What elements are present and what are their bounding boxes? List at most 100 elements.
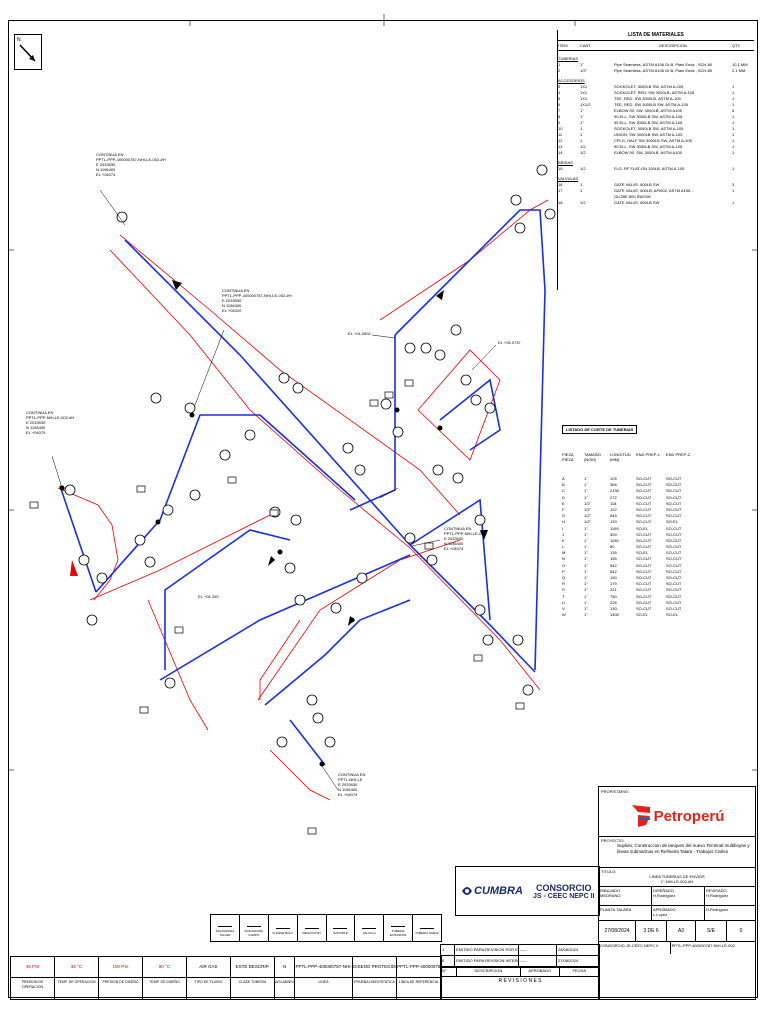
- materials-cell: 18: [558, 200, 563, 205]
- materials-cell: 1/2: [580, 166, 586, 171]
- materials-cell: SOCKOLET, RED. SW 3000LB, ASTM A-105: [614, 90, 695, 95]
- cut-cell: 1/2": [584, 500, 591, 506]
- cut-cell: 179: [610, 581, 617, 587]
- cut-cell: SO-CUT: [636, 494, 652, 500]
- cut-cell: SO-CUT: [666, 605, 682, 611]
- cut-cell: 1": [584, 482, 588, 488]
- cut-cell: SO-CUT: [666, 593, 682, 599]
- cut-cell: SO-CUT: [636, 476, 652, 481]
- cut-cell: I: [562, 525, 564, 531]
- cut-cell: 1": [584, 556, 588, 562]
- legend-symbol-icon: [246, 920, 261, 927]
- cut-cell: SO-CUT: [666, 525, 682, 531]
- materials-cell: 7: [558, 108, 561, 113]
- cut-cell: SO-CUT: [666, 556, 682, 562]
- materials-cell: 1: [732, 126, 735, 131]
- continua-title: CONTINUA EN: [444, 526, 472, 531]
- legend-symbol-item: SOLDADURA CAMPO: [240, 915, 269, 941]
- cut-cell: SO-CUT: [636, 500, 652, 506]
- design-header: TIPO DE FLUIDO: [187, 978, 231, 999]
- materials-cell: 1/2": [580, 68, 587, 73]
- elevation-callout: EL +04.0502: [348, 331, 371, 336]
- continua-n: N 1196400: [444, 541, 464, 546]
- cut-cell: 542: [610, 562, 617, 568]
- cut-cell: 1": [584, 599, 588, 605]
- cut-cell: 105: [610, 476, 617, 481]
- materials-cell: 1X1/2: [580, 102, 591, 107]
- cut-cell: 1": [584, 544, 588, 550]
- materials-cell: 90 ELL, SW 3000LB SW, ASTM A-105: [614, 144, 683, 149]
- location: PLANTA TALARA: [599, 906, 652, 920]
- materials-cell: TEE, RED. SW 3000LB, ASTM A-105: [614, 96, 681, 101]
- legend-symbol-item: TUBERIA NUEVA: [413, 915, 441, 941]
- materials-cell: 1: [580, 188, 583, 193]
- continua-e: E 2033930: [222, 298, 242, 303]
- cut-cell: 1": [584, 476, 588, 481]
- cut-cell: W: [562, 612, 566, 618]
- revision-cell: 0: [441, 956, 455, 966]
- cut-cell: SO-CUT: [636, 562, 652, 568]
- materials-cell: 1: [580, 132, 583, 137]
- materials-cell: 1: [580, 182, 583, 187]
- design-header: CLASE TUBERIA: [231, 978, 275, 999]
- materials-title: LISTA DE MATERIALES: [558, 30, 754, 41]
- cut-list-title: LISTADO DE CORTE DE TUBERIAS: [562, 425, 638, 434]
- cut-cell: 1": [584, 587, 588, 593]
- consorcio-subtitle: JS - CEEC NEPC II: [533, 892, 595, 900]
- design-value: ESTE DESCRIP.: [231, 957, 275, 977]
- materials-cell: 10: [558, 126, 563, 131]
- design-value: PPTL-PPP-400000787-NHI-ET-001-AS1E: [397, 957, 442, 977]
- grid-ticks: [8, 14, 758, 771]
- scale-value: S/E: [696, 921, 727, 941]
- materials-header: CANT.: [580, 43, 592, 48]
- design-header: PRESION DE DISEÑO: [99, 978, 143, 999]
- materials-cell: 1/2: [580, 150, 586, 155]
- cut-cell: 1": [584, 562, 588, 568]
- cut-cell: SO-CUT: [666, 575, 682, 580]
- continua-note-3: CONTINUA EN PPTL-PPP-NHI-LE-002-#H E 203…: [26, 410, 74, 435]
- materials-cell: 10.1 MM: [732, 62, 748, 67]
- materials-header-row: ITEM CANT. DESCRIPCION QTY: [558, 41, 754, 51]
- design-value: AIR GAS: [187, 957, 231, 977]
- materials-cell: 14: [558, 150, 563, 155]
- legend-symbol-item: TUBERIA EXISTENTE: [384, 915, 414, 941]
- continua-e: E 2033930: [338, 782, 358, 787]
- cut-cell: 133: [610, 519, 617, 525]
- cut-cell: 542: [610, 568, 617, 574]
- cut-cell: SO-CUT: [666, 513, 682, 519]
- design-value: DISENO PROTEGIDO DEL: [353, 957, 398, 977]
- materials-cell: 2: [558, 68, 561, 73]
- continua-n: N 1196400: [222, 303, 242, 308]
- materials-table: LISTA DE MATERIALES ITEM CANT. DESCRIPCI…: [557, 30, 754, 290]
- materials-cell: [558, 194, 580, 199]
- cut-cell: SO-CUT: [636, 568, 652, 574]
- materials-cell: Pipe Seamless, ASTM A106 Gr.B, Plain End…: [614, 62, 713, 67]
- document-number: PPTL-PPP-400000787-NHI-LE-002: [671, 943, 735, 948]
- reviso-person: H.Rodriguez: [705, 893, 729, 898]
- title-label: TITULO:: [599, 867, 755, 874]
- north-label: N: [17, 37, 21, 43]
- cut-cell: SO-EL: [666, 519, 679, 525]
- materials-cell: 45 ELL, SW 3000LB SW, ASTM A-105: [614, 120, 683, 125]
- pipe-route: [59, 209, 546, 766]
- cut-cell: D: [562, 494, 565, 500]
- cut-header: END PREP-1: [636, 452, 661, 457]
- design-value: 35 °C: [55, 957, 99, 977]
- materials-cell: 13: [558, 144, 563, 149]
- cut-cell: 1": [584, 581, 588, 587]
- legend-symbol-icon: [420, 922, 435, 929]
- cut-cell: SO-CUT: [636, 519, 652, 525]
- item-balloons: [64, 164, 556, 748]
- cut-cell: SO-CUT: [636, 587, 652, 593]
- materials-cell: SOCKOLET, 3000LB SW, ASTM A-105: [614, 84, 684, 89]
